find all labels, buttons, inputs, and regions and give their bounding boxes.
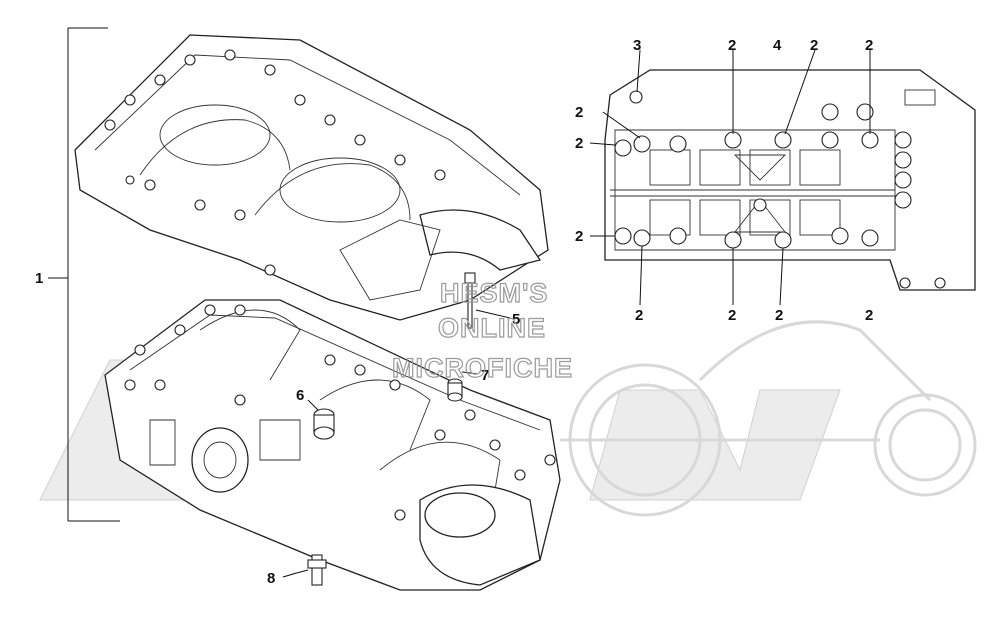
- callout-top-2-a: 2: [728, 37, 736, 54]
- callout-4-label: 4: [773, 37, 782, 54]
- callout-leader-lines: [589, 49, 871, 306]
- callout-bottom-2-d: 2: [865, 307, 873, 324]
- callout-7-label: 7: [481, 367, 489, 384]
- part-7-pin: [447, 371, 479, 402]
- callout-left-2-a: 2: [575, 104, 583, 121]
- callout-left-2-c: 2: [575, 228, 583, 245]
- callout-8-label: 8: [267, 570, 275, 587]
- callout-bottom-2-a: 2: [635, 307, 643, 324]
- callout-1-label: 1: [35, 270, 43, 287]
- callout-5-label: 5: [512, 311, 520, 328]
- crankcase-bottom-view: [604, 69, 976, 291]
- part-6-dowel: [307, 399, 335, 440]
- watermark-line-1: HESM'S: [440, 278, 548, 308]
- callout-6-label: 6: [296, 387, 304, 404]
- part-5-bolt: [464, 272, 511, 329]
- part-8-bolt: [282, 554, 327, 586]
- lower-crankcase: [104, 299, 561, 591]
- callout-top-2-b: 2: [810, 37, 818, 54]
- callout-1-bracket: [48, 27, 120, 522]
- watermark: HESM'S ONLINE MICROFICHE: [391, 277, 573, 383]
- callout-left-2-b: 2: [575, 135, 583, 152]
- callout-bottom-2-c: 2: [775, 307, 783, 324]
- watermark-line-2: ONLINE: [438, 313, 546, 343]
- watermark-line-3: MICROFICHE: [392, 353, 573, 383]
- callout-top-2-c: 2: [865, 37, 873, 54]
- callout-bottom-2-b: 2: [728, 307, 736, 324]
- callout-3-label: 3: [633, 37, 641, 54]
